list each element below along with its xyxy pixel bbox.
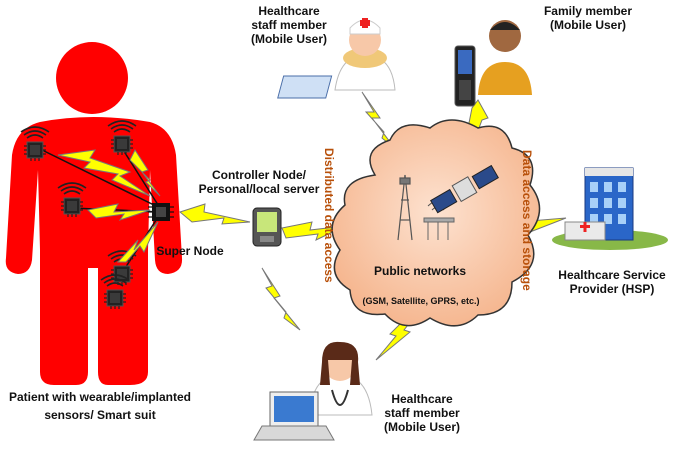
family-member-avatar-icon <box>478 20 532 95</box>
super-node-label: Super Node <box>150 244 230 258</box>
label-line: Controller Node/ <box>211 168 306 182</box>
label-line: staff member <box>251 18 327 32</box>
hsp-label: Healthcare Service Provider (HSP) <box>552 268 672 296</box>
lightning-bolt-icon <box>57 149 151 197</box>
patient-label: Patient with wearable/implanted sensors/… <box>0 390 200 422</box>
pda-device-icon <box>252 207 282 247</box>
lightning-bolt-icon <box>261 267 301 331</box>
label-line: Patient with wearable/implanted <box>8 390 192 404</box>
public-networks-sub-label: (GSM, Satellite, GPRS, etc.) <box>348 294 494 308</box>
label-line: Healthcare Service <box>558 268 666 282</box>
label-line: (Mobile User) <box>383 420 460 434</box>
healthcare-staff-bottom-label: Healthcare staff member (Mobile User) <box>372 392 472 434</box>
label-line: Healthcare <box>391 392 453 406</box>
mobile-phone-icon <box>454 45 476 107</box>
lightning-bolt-icon <box>178 203 251 225</box>
lightning-bolt-icon <box>116 221 159 263</box>
label-line: (GSM, Satellite, GPRS, etc.) <box>362 296 480 306</box>
hospital-building-icon <box>552 167 668 250</box>
doctor-avatar-icon <box>309 341 373 416</box>
nurse-avatar-icon <box>277 18 396 99</box>
super-node-chip-icon <box>148 203 174 221</box>
healthcare-staff-top-label: Healthcare staff member (Mobile User) <box>240 4 338 46</box>
lightning-bolt-icon <box>86 203 151 221</box>
label-line: (Mobile User) <box>250 32 327 46</box>
public-networks-label: Public networks <box>360 264 480 278</box>
label-line: Provider (HSP) <box>569 282 655 296</box>
lightning-bolt-icon <box>361 91 397 151</box>
family-member-label: Family member (Mobile User) <box>538 4 638 32</box>
patient-silhouette-icon <box>5 42 183 385</box>
label-line: Super Node <box>156 244 224 258</box>
label-line: (Mobile User) <box>549 18 626 32</box>
label-line: Healthcare <box>258 4 320 18</box>
lightning-bolt-icon <box>281 221 346 241</box>
distributed-data-access-label: Distributed data access <box>322 148 336 283</box>
label-line: sensors/ Smart suit <box>44 408 156 422</box>
label-line: Public networks <box>373 264 467 278</box>
label-line: Personal/local server <box>198 182 320 196</box>
label-line: staff member <box>384 406 460 420</box>
label-line: Family member <box>543 4 633 18</box>
satellite-icon <box>430 164 499 214</box>
lightning-bolt-icon <box>129 148 161 197</box>
data-access-storage-label: Data access and storage <box>520 150 534 291</box>
controller-node-label: Controller Node/ Personal/local server <box>194 168 324 196</box>
antenna-tower-icon <box>397 174 413 241</box>
laptop-icon <box>253 391 335 441</box>
